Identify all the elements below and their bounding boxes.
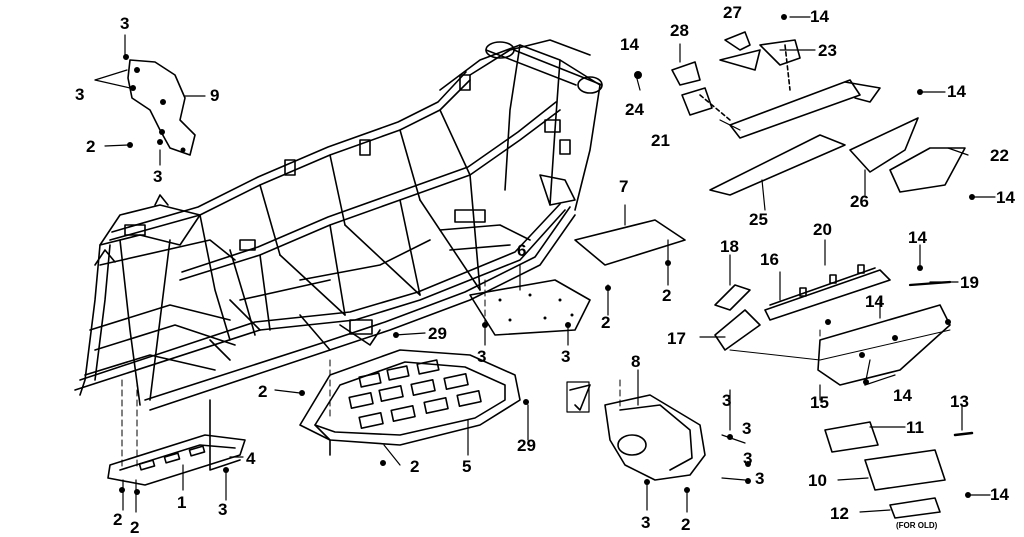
callout-3: 3 <box>218 500 228 519</box>
callout-2: 2 <box>681 515 691 534</box>
callout-25: 25 <box>749 210 768 229</box>
callout-7: 7 <box>619 177 629 196</box>
callout-3: 3 <box>641 513 651 532</box>
callout-2: 2 <box>86 137 96 156</box>
callout-14: 14 <box>893 386 912 405</box>
callout-14: 14 <box>810 7 829 26</box>
skid-plate-part-5 <box>299 349 521 446</box>
plate-part-10 <box>864 449 946 491</box>
callout-14: 14 <box>908 228 927 247</box>
callout-5: 5 <box>462 457 472 476</box>
callout-3: 3 <box>743 449 753 468</box>
panel-part-21 <box>729 79 861 139</box>
for-old-note: (FOR OLD) <box>896 521 938 530</box>
panel-part-22 <box>889 147 966 193</box>
plate-part-11 <box>824 421 879 453</box>
callout-18: 18 <box>720 237 739 256</box>
callout-22: 22 <box>990 146 1009 165</box>
panel-part-18 <box>714 284 751 311</box>
callout-17: 17 <box>667 329 686 348</box>
rail-part-16 <box>764 269 891 321</box>
callout-27: 27 <box>723 3 742 22</box>
callout-29: 29 <box>517 436 536 455</box>
callout-15: 15 <box>810 393 829 412</box>
callout-3: 3 <box>120 14 130 33</box>
callout-14: 14 <box>996 188 1015 207</box>
panel-part-26 <box>849 117 919 173</box>
callout-29: 29 <box>428 324 447 343</box>
callout-6: 6 <box>517 241 527 260</box>
main-frame <box>74 39 603 411</box>
callout-3: 3 <box>153 167 163 186</box>
callout-3: 3 <box>755 469 765 488</box>
callout-2: 2 <box>410 457 420 476</box>
callout-2: 2 <box>662 286 672 305</box>
callout-14: 14 <box>990 485 1009 504</box>
lower-guard-part-1 <box>107 434 246 486</box>
bracket-part-24 <box>681 87 713 116</box>
callout-3: 3 <box>75 85 85 104</box>
panel-part-25 <box>709 134 846 196</box>
callout-13: 13 <box>950 392 969 411</box>
callout-20: 20 <box>813 220 832 239</box>
callout-14: 14 <box>865 292 884 311</box>
plate-part-6 <box>469 279 591 336</box>
callout-26: 26 <box>850 192 869 211</box>
callout-11: 11 <box>906 418 924 437</box>
plate-part-12 <box>889 497 941 519</box>
callout-2: 2 <box>258 382 268 401</box>
panel-part-17 <box>714 309 761 351</box>
callout-2: 2 <box>601 313 611 332</box>
bracket-part-23 <box>759 39 801 66</box>
bracket-part-28 <box>671 61 701 86</box>
callout-3: 3 <box>477 347 487 366</box>
callout-19: 19 <box>960 273 979 292</box>
callout-3: 3 <box>561 347 571 366</box>
callout-3: 3 <box>722 391 732 410</box>
callout-21: 21 <box>651 131 670 150</box>
callout-9: 9 <box>210 86 220 105</box>
callout-12: 12 <box>830 504 849 523</box>
callout-1: 1 <box>177 493 187 512</box>
callout-2: 2 <box>113 510 123 529</box>
callout-24: 24 <box>625 100 644 119</box>
callout-3: 3 <box>742 419 752 438</box>
callout-28: 28 <box>670 21 689 40</box>
pin-part-13 <box>953 431 974 437</box>
bracket-part-9 <box>127 59 196 156</box>
callout-4: 4 <box>246 449 256 468</box>
housing-part-8 <box>604 394 706 481</box>
callout-16: 16 <box>760 250 779 269</box>
callout-14: 14 <box>620 35 639 54</box>
callout-14: 14 <box>947 82 966 101</box>
callout-8: 8 <box>631 352 641 371</box>
bracket-part-27 <box>724 31 751 51</box>
plate-part-7 <box>574 219 686 266</box>
callout-10: 10 <box>808 471 827 490</box>
guard-part-15 <box>817 304 951 386</box>
callout-2: 2 <box>130 518 140 537</box>
callout-23: 23 <box>818 41 837 60</box>
